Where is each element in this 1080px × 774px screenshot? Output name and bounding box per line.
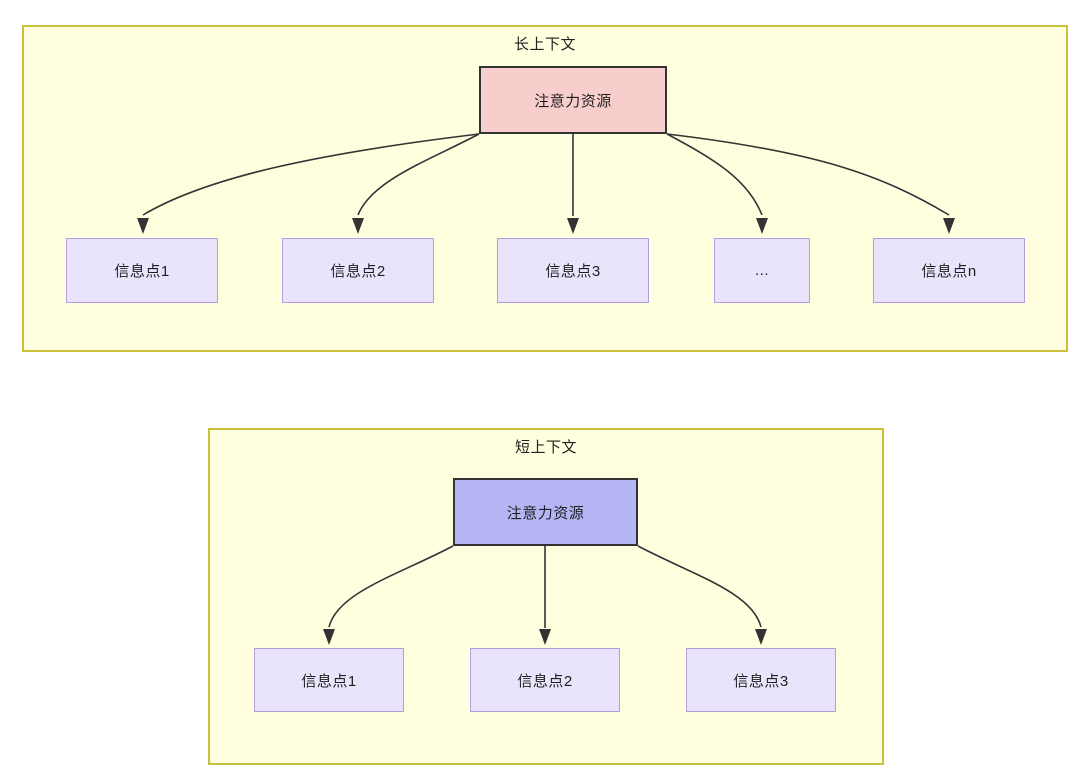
node-long-context-info-3-label: 信息点3 (545, 263, 601, 280)
node-long-context-info-n[interactable]: 信息点n (873, 238, 1025, 303)
group-long-context-title: 长上下文 (513, 36, 576, 53)
node-long-context-info-1[interactable]: 信息点1 (66, 238, 218, 303)
node-long-context-info-ellipsis[interactable]: ... (714, 238, 810, 303)
node-short-context-info-3[interactable]: 信息点3 (686, 648, 836, 712)
group-short-context-title: 短上下文 (514, 439, 577, 456)
node-long-context-info-2-label: 信息点2 (330, 263, 386, 280)
node-long-context-attention-resource[interactable]: 注意力资源 (479, 66, 667, 134)
node-short-context-info-1[interactable]: 信息点1 (254, 648, 404, 712)
node-short-context-info-1-label: 信息点1 (301, 672, 357, 690)
node-short-context-attention-resource[interactable]: 注意力资源 (453, 478, 638, 546)
node-short-context-info-3-label: 信息点3 (733, 672, 789, 690)
node-short-context-attention-resource-label: 注意力资源 (506, 504, 585, 522)
node-long-context-info-ellipsis-label: ... (754, 262, 769, 279)
node-short-context-info-2-label: 信息点2 (517, 672, 573, 690)
node-long-context-info-3[interactable]: 信息点3 (497, 238, 649, 303)
node-short-context-info-2[interactable]: 信息点2 (470, 648, 620, 712)
node-long-context-info-2[interactable]: 信息点2 (282, 238, 434, 303)
node-long-context-info-n-label: 信息点n (921, 263, 977, 280)
node-long-context-info-1-label: 信息点1 (114, 263, 170, 280)
node-long-context-attention-resource-label: 注意力资源 (534, 92, 612, 110)
